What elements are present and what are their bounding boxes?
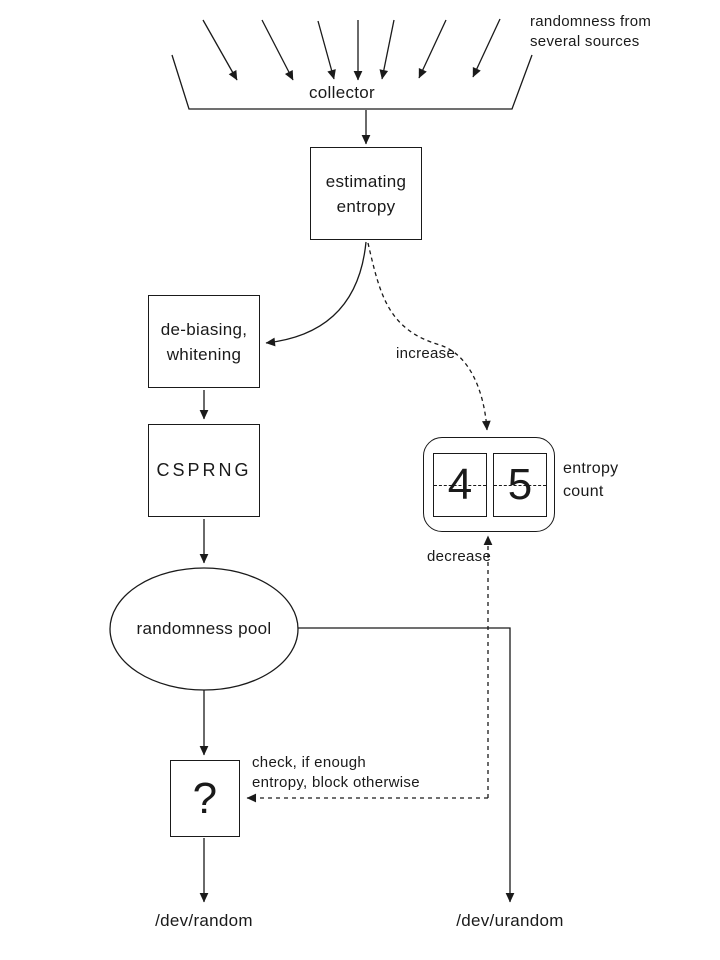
source-arrow-6: [418, 19, 447, 79]
estimating-entropy-line1: estimating: [325, 171, 407, 191]
check-note: check, if enough entropy, block otherwis…: [252, 753, 420, 793]
source-arrow-3: [317, 20, 336, 80]
csprng-label: CSPRNG: [156, 460, 252, 480]
collector-trough-shape: [171, 54, 533, 110]
source-arrow-1: [202, 19, 238, 81]
dev-random-label: /dev/random: [155, 911, 253, 930]
check-note-line2: entropy, block otherwise: [252, 774, 420, 791]
digit-ones-value: 5: [507, 460, 533, 509]
increase-label: increase: [396, 345, 456, 362]
check-symbol: ?: [192, 774, 218, 823]
estimating-entropy-box: estimating entropy: [310, 147, 422, 240]
decrease-label: decrease: [427, 548, 492, 565]
debiasing-whitening-box: de-biasing, whitening: [148, 295, 260, 388]
source-arrow-2: [261, 19, 294, 81]
flip-split-line: [494, 485, 546, 486]
connector-pool-to-devurandom: [298, 627, 515, 903]
check-note-line1: check, if enough: [252, 754, 367, 771]
source-arrow-7: [472, 18, 501, 78]
debiasing-line1: de-biasing,: [160, 319, 248, 339]
debiasing-line2: whitening: [166, 344, 242, 364]
sources-note: randomness from several sources: [530, 12, 651, 52]
dev-urandom-label: /dev/urandom: [456, 911, 564, 930]
source-arrow-5: [379, 19, 395, 80]
estimating-entropy-line2: entropy: [336, 196, 396, 216]
check-box: ?: [170, 760, 240, 837]
entropy-counter-digit-ones: 5: [493, 453, 547, 517]
entropy-counter-digit-tens: 4: [433, 453, 487, 517]
entropy-count-caption-line2: count: [563, 483, 604, 500]
connector-increase-dashed: [367, 242, 491, 431]
sources-note-line2: several sources: [530, 33, 640, 50]
sources-note-line1: randomness from: [530, 13, 652, 30]
entropy-counter: 4 5: [423, 437, 555, 532]
connector-estimating-to-debiasing: [265, 241, 367, 347]
entropy-count-caption-line1: entropy: [563, 460, 619, 477]
digit-tens-value: 4: [447, 460, 473, 509]
entropy-count-caption: entropy count: [563, 457, 618, 503]
collector-label: collector: [308, 83, 375, 102]
csprng-box: CSPRNG: [148, 424, 260, 517]
source-arrows: [202, 18, 501, 81]
flip-split-line: [434, 485, 486, 486]
pool-label: randomness pool: [136, 619, 272, 638]
